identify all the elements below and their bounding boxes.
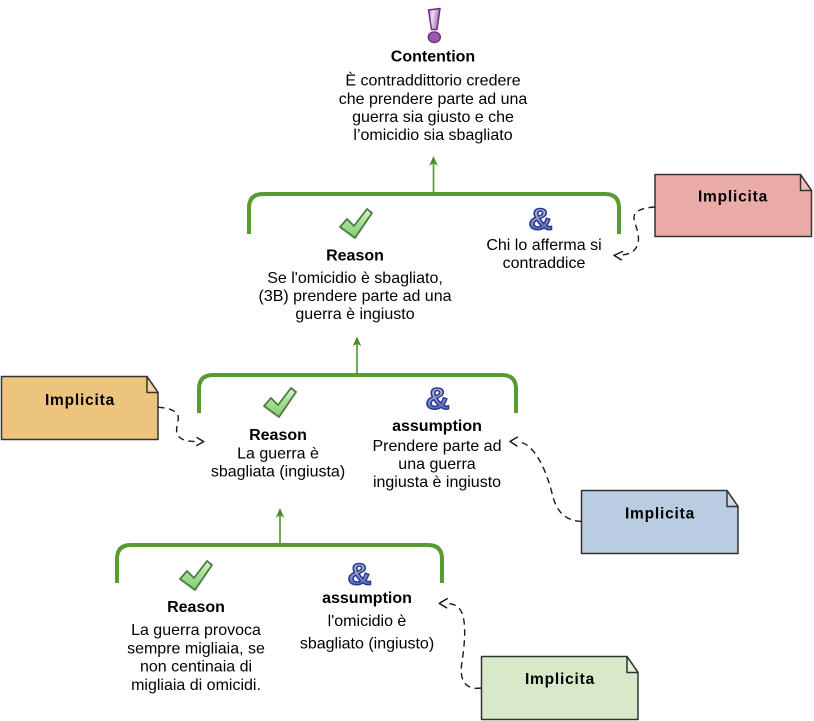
- svg-text:guerra sia giusto e che: guerra sia giusto e che: [352, 109, 514, 126]
- svg-text:&: &: [348, 557, 372, 592]
- svg-text:una guerra: una guerra: [398, 456, 475, 473]
- svg-text:È contraddittorio credere: È contraddittorio credere: [345, 71, 520, 90]
- svg-text:sempre migliaia, se: sempre migliaia, se: [127, 640, 265, 657]
- svg-text:Implicita: Implicita: [45, 392, 115, 409]
- svg-text:Implicita: Implicita: [525, 671, 595, 688]
- svg-text:Reason: Reason: [249, 427, 307, 444]
- svg-text:migliaia di omicidi.: migliaia di omicidi.: [131, 677, 261, 694]
- svg-text:assumption: assumption: [322, 590, 412, 607]
- svg-text:guerra è ingiusto: guerra è ingiusto: [295, 306, 414, 323]
- svg-text:Implicita: Implicita: [698, 189, 768, 206]
- svg-text:La guerra provoca: La guerra provoca: [131, 622, 261, 639]
- svg-text:l'omicidio è: l'omicidio è: [328, 613, 407, 630]
- svg-text:Contention: Contention: [391, 49, 475, 66]
- svg-text:Implicita: Implicita: [625, 506, 695, 523]
- svg-text:sbagliata (ingiusta): sbagliata (ingiusta): [211, 464, 345, 481]
- svg-text:non centinaia di: non centinaia di: [140, 659, 252, 676]
- svg-text:che prendere parte ad una: che prendere parte ad una: [339, 91, 528, 108]
- svg-text:&: &: [426, 381, 450, 416]
- svg-text:assumption: assumption: [392, 418, 482, 435]
- svg-text:Se l'omicidio è sbagliato,: Se l'omicidio è sbagliato,: [267, 270, 443, 287]
- svg-text:La guerra è: La guerra è: [237, 446, 319, 463]
- svg-text:&: &: [529, 202, 553, 237]
- svg-text:contraddice: contraddice: [503, 255, 586, 272]
- svg-text:sbagliato (ingiusto): sbagliato (ingiusto): [300, 636, 434, 653]
- svg-text:Prendere parte ad: Prendere parte ad: [373, 438, 502, 455]
- svg-text:ingiusta è ingiusto: ingiusta è ingiusto: [373, 474, 501, 491]
- svg-text:Chi lo afferma si: Chi lo afferma si: [486, 237, 601, 254]
- svg-text:Reason: Reason: [167, 599, 225, 616]
- svg-text:(3B) prendere parte ad una: (3B) prendere parte ad una: [258, 288, 451, 305]
- svg-text:Reason: Reason: [326, 248, 384, 265]
- svg-text:l’omicidio sia sbagliato: l’omicidio sia sbagliato: [353, 127, 512, 144]
